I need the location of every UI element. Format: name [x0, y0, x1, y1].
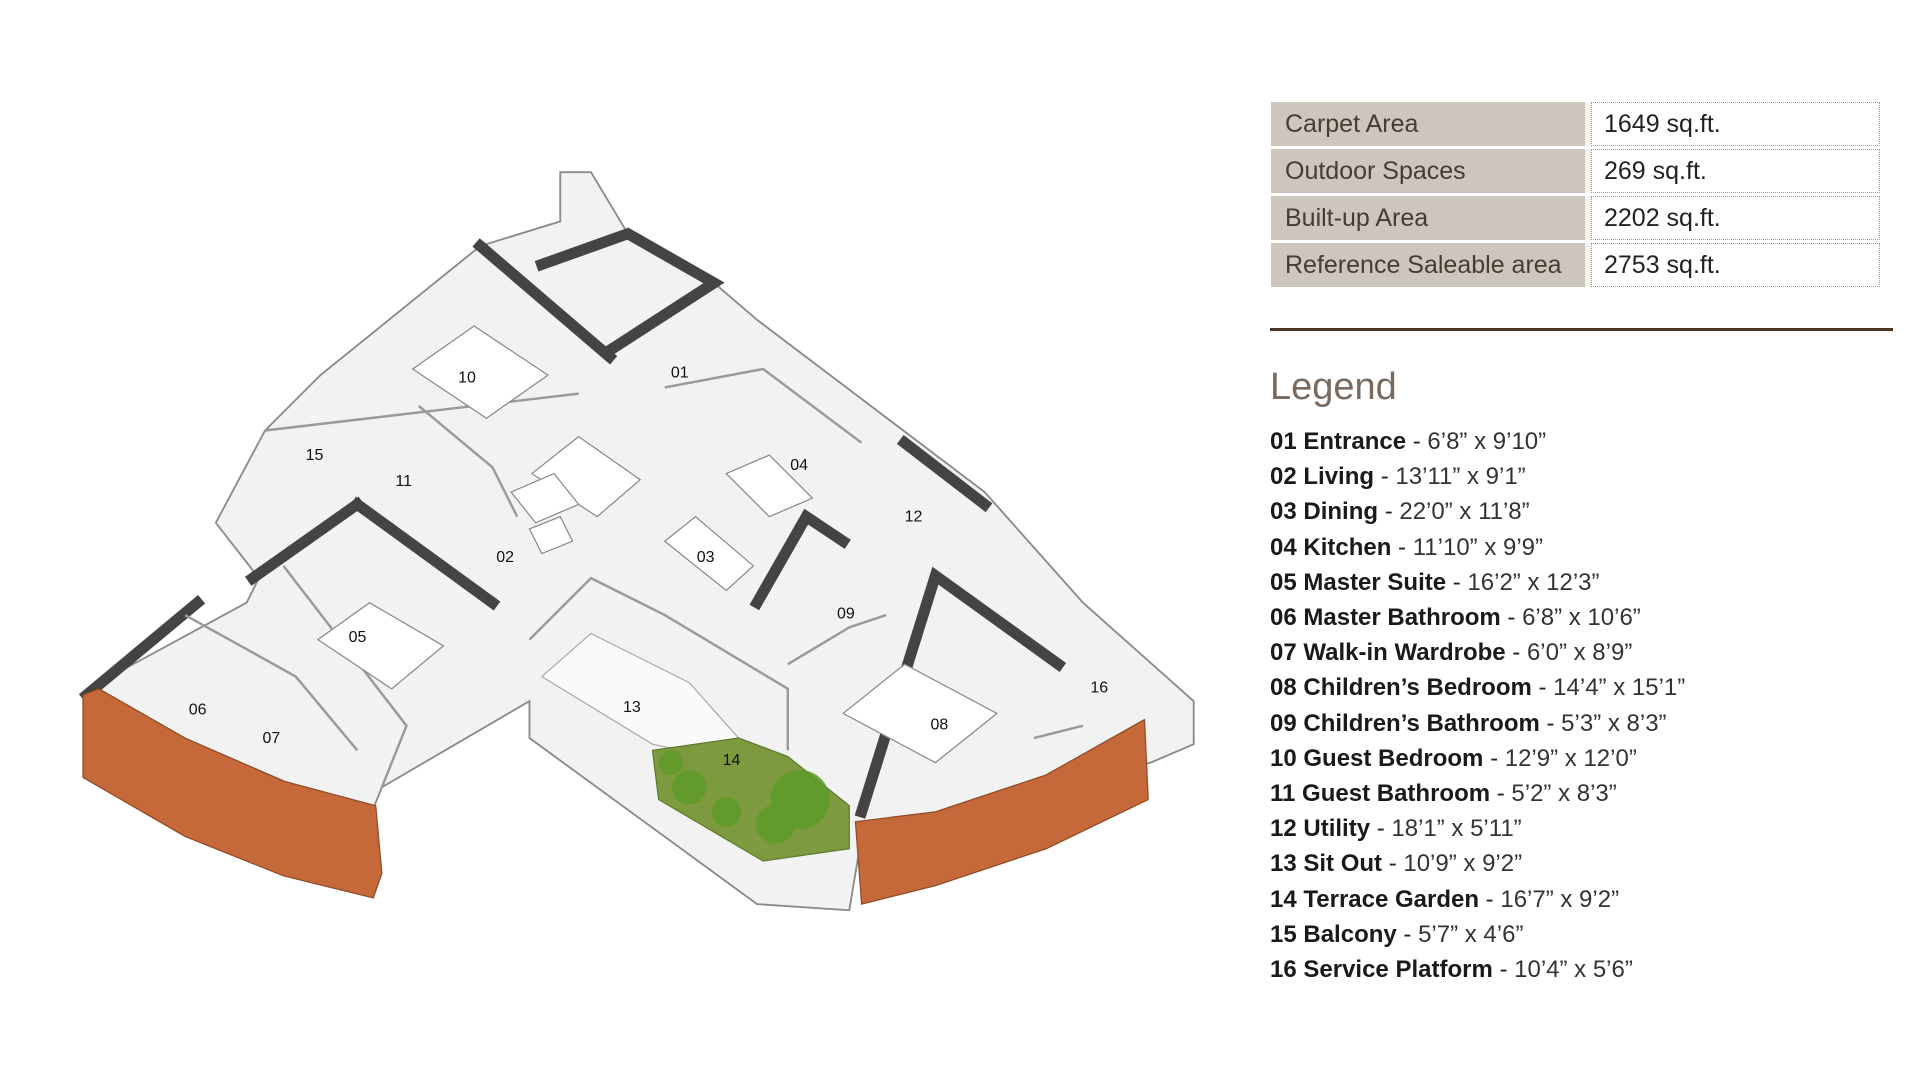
room-label-13: 13	[623, 699, 641, 716]
legend-room-dims: 5’3” x 8’3”	[1561, 709, 1667, 737]
legend-item: 13 Sit Out - 10’9” x 9’2”	[1270, 850, 1523, 878]
room-label-07: 07	[263, 730, 281, 747]
legend-room-dims: 12’9” x 12’0”	[1504, 744, 1637, 772]
area-value: 1649 sq.ft.	[1591, 102, 1880, 146]
furniture	[316, 325, 999, 764]
legend-room-name: 14 Terrace Garden	[1270, 885, 1480, 913]
interior-walls	[184, 367, 1084, 788]
legend-item: 09 Children’s Bathroom - 5’3” x 8’3”	[1270, 709, 1667, 737]
area-value: 269 sq.ft.	[1591, 149, 1880, 193]
room-label-09: 09	[837, 606, 855, 623]
room-label-03: 03	[697, 549, 715, 566]
legend-item: 10 Guest Bedroom - 12’9” x 12’0”	[1270, 744, 1637, 772]
legend-room-name: 05 Master Suite	[1270, 568, 1447, 596]
legend-room-dims: 10’4” x 5’6”	[1514, 956, 1633, 984]
legend-room-name: 01 Entrance	[1270, 428, 1407, 455]
legend-room-dims: 6’8” x 10’6”	[1522, 604, 1641, 632]
legend-item: 07 Walk-in Wardrobe - 6’0” x 8’9”	[1270, 639, 1633, 667]
legend-room-name: 04 Kitchen	[1270, 533, 1392, 561]
legend-item: 11 Guest Bathroom - 5’2” x 8’3”	[1270, 780, 1617, 808]
legend-room-name: 07 Walk-in Wardrobe	[1270, 639, 1506, 667]
room-label-10: 10	[458, 370, 476, 387]
legend-item: 12 Utility - 18’1” x 5’11”	[1270, 815, 1522, 843]
legend-room-dims: 14’4” x 15’1”	[1553, 674, 1686, 702]
legend-item: 08 Children’s Bedroom - 14’4” x 15’1”	[1270, 674, 1686, 702]
room-label-04: 04	[790, 457, 808, 474]
legend-list: 01 Entrance - 6’8” x 9’10” 02 Living - 13…	[1270, 424, 1685, 987]
legend-room-name: 16 Service Platform	[1270, 956, 1493, 984]
terrace-garden	[651, 737, 850, 862]
legend-room-dims: 22’0” x 11’8”	[1399, 498, 1530, 526]
area-label: Outdoor Spaces	[1271, 149, 1591, 193]
legend-room-dims: 11’10” x 9’9”	[1412, 533, 1544, 561]
legend-item: 03 Dining - 22’0” x 11’8”	[1270, 498, 1530, 526]
legend-item: 05 Master Suite - 16’2” x 12’3”	[1270, 568, 1600, 596]
legend-item: 16 Service Platform - 10’4” x 5’6”	[1270, 956, 1633, 984]
railing-left-wall-panel	[82, 688, 383, 899]
legend-room-name: 11 Guest Bathroom	[1270, 780, 1491, 808]
legend-room-dims: 5’2” x 8’3”	[1511, 780, 1617, 808]
legend-room-name: 15 Balcony	[1270, 920, 1397, 948]
room-label-12: 12	[905, 509, 923, 526]
room-label-15: 15	[306, 447, 324, 464]
legend-room-name: 02 Living	[1270, 463, 1375, 491]
legend-item: 04 Kitchen - 11’10” x 9’9”	[1270, 533, 1544, 561]
room-label-14: 14	[723, 752, 741, 769]
legend-room-name: 13 Sit Out	[1270, 850, 1383, 878]
legend-item: 14 Terrace Garden - 16’7” x 9’2”	[1270, 885, 1620, 913]
legend-room-dims: 16’2” x 12’3”	[1467, 568, 1600, 596]
legend-item: 06 Master Bathroom - 6’8” x 10’6”	[1270, 604, 1641, 632]
area-value: 2753 sq.ft.	[1591, 243, 1880, 287]
legend-room-name: 06 Master Bathroom	[1270, 604, 1501, 632]
room-label-02: 02	[496, 549, 514, 566]
legend-room-name: 12 Utility	[1270, 815, 1371, 843]
room-label-05: 05	[349, 629, 367, 646]
legend-room-dims: 6’0” x 8’9”	[1526, 639, 1633, 667]
railing-right-wall-panel	[854, 718, 1149, 905]
legend-room-name: 08 Children’s Bedroom	[1270, 674, 1532, 702]
room-label-08: 08	[930, 716, 948, 733]
legend-room-name: 03 Dining	[1270, 498, 1379, 526]
room-label-06: 06	[189, 702, 207, 719]
area-label: Built-up Area	[1271, 196, 1591, 240]
legend-title: Legend	[1270, 366, 1397, 408]
legend-room-dims: 6’8” x 9’10”	[1427, 428, 1547, 455]
legend-room-name: 09 Children’s Bathroom	[1270, 709, 1540, 737]
section-divider	[1270, 328, 1893, 331]
legend-item: 02 Living - 13’11” x 9’1”	[1270, 463, 1526, 491]
area-label: Reference Saleable area	[1271, 243, 1591, 287]
legend-room-dims: 18’1” x 5’11”	[1391, 815, 1522, 843]
legend-room-dims: 5’7” x 4’6”	[1418, 920, 1524, 948]
legend-room-dims: 10’9” x 9’2”	[1403, 850, 1523, 878]
legend-item: 15 Balcony - 5’7” x 4’6”	[1270, 920, 1524, 948]
garden-plants	[658, 750, 830, 844]
legend-room-dims: 16’7” x 9’2”	[1500, 885, 1620, 913]
room-label-01: 01	[671, 365, 689, 382]
legend-room-dims: 13’11” x 9’1”	[1395, 463, 1526, 491]
room-label-16: 16	[1090, 680, 1108, 697]
area-value: 2202 sq.ft.	[1591, 196, 1880, 240]
room-label-11: 11	[395, 473, 412, 490]
legend-item: 01 Entrance - 6’8” x 9’10”	[1270, 428, 1547, 455]
room-labels: 01 02 03 04 05 06 07 08 09 10 11 12 13 1…	[189, 365, 1109, 769]
area-label: Carpet Area	[1271, 102, 1591, 146]
legend-room-name: 10 Guest Bedroom	[1270, 744, 1484, 772]
